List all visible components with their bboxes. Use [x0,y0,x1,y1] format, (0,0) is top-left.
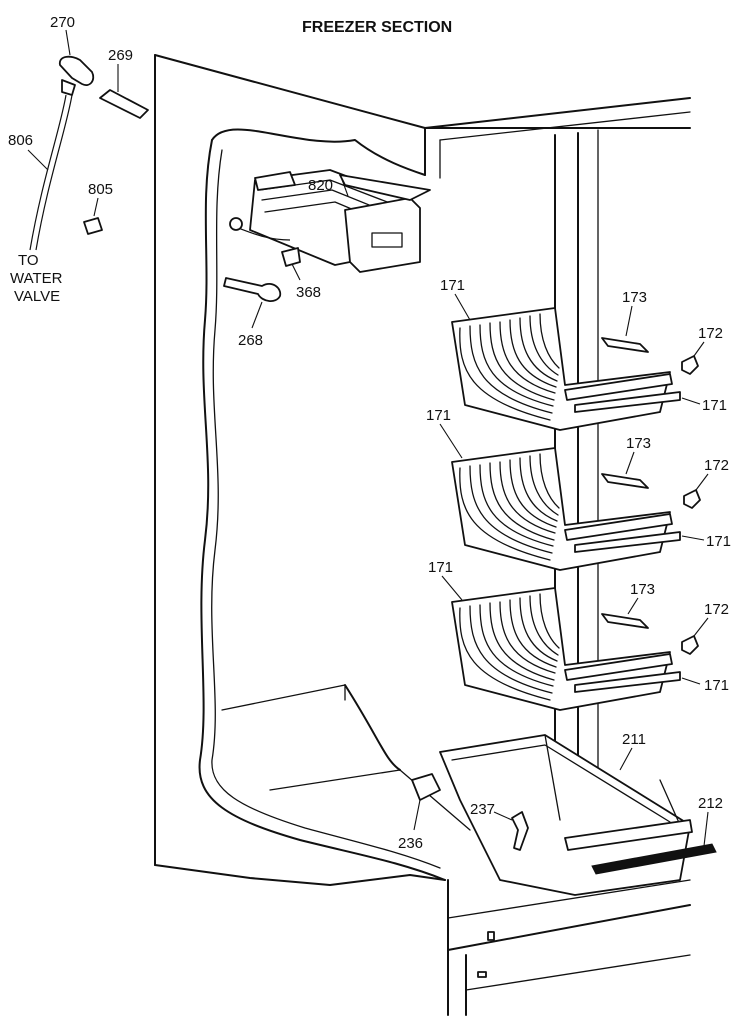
water-valve-note-line-2: WATER [10,270,63,287]
callout-806: 806 [8,132,33,149]
diagram-title: FREEZER SECTION [302,19,452,36]
clip-172-a [681,355,699,375]
bracket-236 [411,773,441,801]
rail-173-c [601,613,649,629]
callout-212: 212 [698,795,723,812]
callout-171-a: 171 [440,277,465,294]
callout-172-c: 172 [704,601,729,618]
water-valve-note-line-3: VALVE [14,288,60,305]
clip-172-c [681,635,699,655]
bracket-237 [511,811,529,851]
feeler-arm-268 [223,277,282,302]
callout-171-b: 171 [702,397,727,414]
callout-171-d: 171 [706,533,731,550]
callout-173-b: 173 [626,435,651,452]
callout-171-c: 171 [426,407,451,424]
callout-820: 820 [308,177,333,194]
basket-1 [451,307,681,431]
water-fill-tube [29,55,149,251]
bottom-bin-211 [439,734,693,896]
cabinet-slot [487,931,495,941]
ice-maker [229,169,431,273]
cabinet-slot [477,971,487,978]
callout-172-b: 172 [704,457,729,474]
callout-269: 269 [108,47,133,64]
callout-173-c: 173 [630,581,655,598]
callout-236: 236 [398,835,423,852]
callout-368: 368 [296,284,321,301]
callout-172-a: 172 [698,325,723,342]
clip-172-b [683,489,701,509]
basket-2 [451,447,681,571]
callout-171-f: 171 [704,677,729,694]
rail-173-a [601,337,649,353]
callout-270: 270 [50,14,75,31]
bin-cover-212 [591,843,717,875]
water-valve-note-line-1: TO [18,252,39,269]
callout-268: 268 [238,332,263,349]
rail-173-b [601,473,649,489]
callout-173-a: 173 [622,289,647,306]
callout-805: 805 [88,181,113,198]
basket-3 [451,587,681,711]
bracket-368 [281,247,301,267]
callout-211: 211 [622,731,646,748]
callout-171-e: 171 [428,559,453,576]
clip-805 [83,217,103,235]
callout-237: 237 [470,801,495,818]
